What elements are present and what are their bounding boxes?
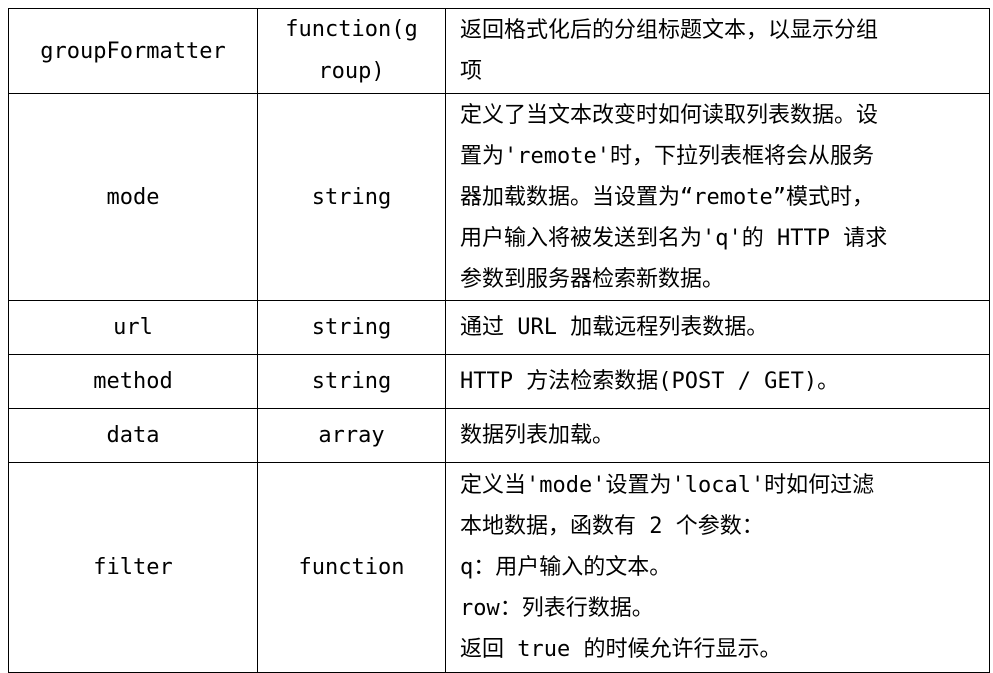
description-line: 返回 true 的时候允许行显示。 — [460, 637, 782, 662]
property-name: url — [113, 315, 153, 340]
property-description-cell: 通过 URL 加载远程列表数据。 — [445, 300, 990, 355]
type-line: roup) — [318, 59, 385, 84]
description-line: 本地数据，函数有 2 个参数： — [460, 514, 764, 539]
property-name-cell: url — [8, 300, 258, 355]
description-line: 返回格式化后的分组标题文本，以显示分组 — [460, 18, 879, 43]
property-name-cell: groupFormatter — [8, 8, 258, 94]
table-row: mode string 定义了当文本改变时如何读取列表数据。设 置为'remot… — [8, 93, 990, 301]
table-row: groupFormatter function(g roup) 返回格式化后的分… — [8, 8, 990, 94]
description-line: 用户输入将被发送到名为'q'的 HTTP 请求 — [460, 225, 888, 251]
description-line: 器加载数据。当设置为“remote”模式时， — [460, 184, 874, 210]
property-type-cell: string — [257, 354, 446, 409]
description-line: 项 — [460, 59, 483, 84]
property-description-cell: 定义当'mode'设置为'local'时如何过滤 本地数据，函数有 2 个参数：… — [445, 462, 990, 673]
property-type-cell: function — [257, 462, 446, 673]
property-type: function(g roup) — [285, 9, 417, 93]
property-name-cell: method — [8, 354, 258, 409]
property-name: filter — [93, 555, 173, 580]
property-name: mode — [106, 184, 160, 210]
property-type-cell: string — [257, 93, 446, 301]
property-type: string — [311, 184, 392, 210]
property-description-cell: 数据列表加载。 — [445, 408, 990, 463]
property-name-cell: mode — [8, 93, 258, 301]
property-name: groupFormatter — [40, 38, 226, 64]
property-description-cell: HTTP 方法检索数据(POST / GET)。 — [445, 354, 990, 409]
description-line: 参数到服务器检索新数据。 — [460, 266, 725, 292]
table-row: url string 通过 URL 加载远程列表数据。 — [8, 300, 990, 355]
table-row: filter function 定义当'mode'设置为'local'时如何过滤… — [8, 462, 990, 673]
property-name-cell: data — [8, 408, 258, 463]
table-row: method string HTTP 方法检索数据(POST / GET)。 — [8, 354, 990, 409]
type-line: function(g — [285, 17, 418, 42]
description-line: 定义当'mode'设置为'local'时如何过滤 — [460, 473, 875, 498]
description-line: q：用户输入的文本。 — [460, 555, 672, 580]
property-table: groupFormatter function(g roup) 返回格式化后的分… — [8, 8, 990, 673]
property-description-cell: 返回格式化后的分组标题文本，以显示分组 项 — [445, 8, 990, 94]
property-name: data — [106, 423, 160, 448]
property-type: function — [298, 555, 405, 580]
property-type-cell: string — [257, 300, 446, 355]
description-line: 通过 URL 加载远程列表数据。 — [460, 315, 769, 340]
table-row: data array 数据列表加载。 — [8, 408, 990, 463]
description-line: 置为'remote'时，下拉列表框将会从服务 — [460, 143, 874, 169]
description-line: 数据列表加载。 — [460, 423, 615, 448]
property-type: array — [318, 423, 385, 448]
description-line: HTTP 方法检索数据(POST / GET)。 — [460, 369, 840, 394]
property-name-cell: filter — [8, 462, 258, 673]
description-line: row：列表行数据。 — [460, 596, 654, 621]
property-description-cell: 定义了当文本改变时如何读取列表数据。设 置为'remote'时，下拉列表框将会从… — [445, 93, 990, 301]
property-type-cell: function(g roup) — [257, 8, 446, 94]
property-type: string — [311, 315, 392, 340]
property-type: string — [311, 369, 392, 394]
property-type-cell: array — [257, 408, 446, 463]
description-line: 定义了当文本改变时如何读取列表数据。设 — [460, 102, 879, 128]
property-name: method — [93, 369, 173, 394]
